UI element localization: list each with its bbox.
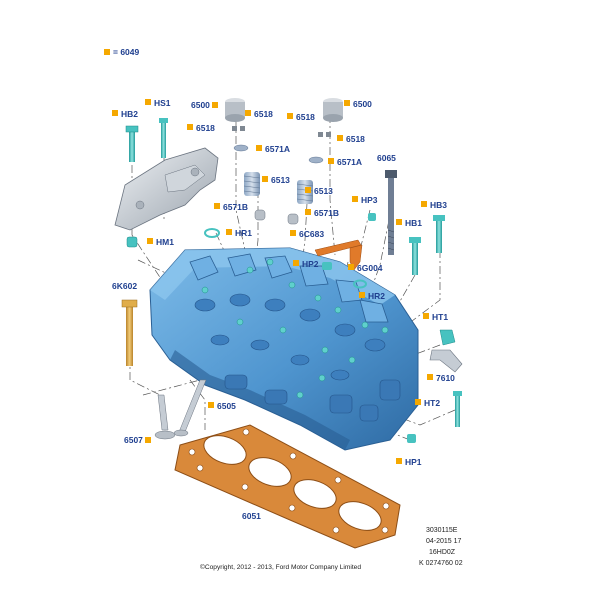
- head-bolt-6065: [385, 170, 397, 255]
- plug-hp1: [407, 434, 416, 443]
- valve-6507: [154, 394, 176, 440]
- svg-text:HB1: HB1: [405, 218, 422, 228]
- callout-ht1: HT1: [423, 312, 448, 322]
- callout-hm1: HM1: [147, 237, 174, 247]
- svg-text:6500: 6500: [191, 100, 210, 110]
- callout-6571b-left: 6571B: [214, 202, 248, 212]
- bolt-6k602: [121, 299, 138, 366]
- oring-hr2: [353, 279, 367, 289]
- legend-label: = 6049: [113, 47, 140, 57]
- bolt-hb3: [433, 215, 445, 253]
- callout-6g004: 6G004: [348, 263, 383, 273]
- callout-6k602: 6K602: [112, 281, 137, 291]
- document-metadata: 3030115E 04-2015 17 16HD0Z K 0274760 02: [419, 527, 463, 567]
- callout-6518d: 6518: [337, 134, 365, 144]
- svg-text:6518: 6518: [346, 134, 365, 144]
- callout-ht2: HT2: [415, 398, 440, 408]
- callout-hp3: HP3: [352, 195, 378, 205]
- bracket-7610: [429, 349, 463, 373]
- callout-6051: 6051: [242, 511, 261, 521]
- stud-hs1: [159, 118, 168, 158]
- callout-6518a: 6518: [245, 109, 273, 119]
- svg-text:HS1: HS1: [154, 98, 171, 108]
- legend-marker: [104, 49, 110, 55]
- svg-text:6505: 6505: [217, 401, 236, 411]
- callout-hb1: HB1: [396, 218, 422, 228]
- svg-text:HP2: HP2: [302, 259, 319, 269]
- svg-text:6513: 6513: [271, 175, 290, 185]
- callout-6513b: 6513: [305, 186, 333, 196]
- svg-text:HP3: HP3: [361, 195, 378, 205]
- svg-text:6C683: 6C683: [299, 229, 324, 239]
- head-gasket-6051: [174, 424, 401, 549]
- callout-6500b: 6500: [344, 99, 372, 109]
- callout-6c683: 6C683: [290, 229, 324, 239]
- sensor-6g004: [349, 244, 363, 271]
- svg-text:6518: 6518: [254, 109, 273, 119]
- svg-text:6065: 6065: [377, 153, 396, 163]
- copyright-notice: ©Copyright, 2012 - 2013, Ford Motor Comp…: [200, 563, 361, 571]
- callout-hr2: HR2: [359, 291, 385, 301]
- bolt-hb1: [409, 237, 421, 275]
- svg-text:6571A: 6571A: [337, 157, 362, 167]
- meta-line-3: 16HD0Z: [429, 549, 456, 556]
- svg-text:HR1: HR1: [235, 228, 252, 238]
- valve-6505: [173, 379, 207, 437]
- plug-hp2: [322, 262, 332, 270]
- meta-line-1: 3030115E: [426, 527, 458, 534]
- svg-text:6G004: 6G004: [357, 263, 383, 273]
- callout-6505: 6505: [208, 401, 236, 411]
- callout-6065: 6065: [377, 153, 396, 163]
- legend: = 6049: [104, 47, 140, 57]
- svg-text:6507: 6507: [124, 435, 143, 445]
- svg-text:HR2: HR2: [368, 291, 385, 301]
- plug-hp3: [368, 213, 376, 221]
- svg-text:6518: 6518: [196, 123, 215, 133]
- svg-text:6051: 6051: [242, 511, 261, 521]
- callout-hp1: HP1: [396, 457, 422, 467]
- callout-6518c: 6518: [287, 112, 315, 122]
- cylinder-head: [149, 247, 419, 451]
- callout-hr1: HR1: [226, 228, 252, 238]
- svg-text:7610: 7610: [436, 373, 455, 383]
- stud-ht2: [453, 391, 462, 427]
- svg-text:HB3: HB3: [430, 200, 447, 210]
- meta-line-2: 04-2015 17: [426, 538, 462, 545]
- callout-6571a: 6571A: [256, 144, 290, 154]
- callout-labels: HB2 HS1 6500 6518 6518 6571A 6513 6571B …: [112, 98, 455, 521]
- callout-6513a: 6513: [262, 175, 290, 185]
- svg-text:6571B: 6571B: [223, 202, 248, 212]
- callout-6571b-right: 6571B: [305, 208, 339, 218]
- svg-text:6571A: 6571A: [265, 144, 290, 154]
- callout-6500a: 6500: [191, 100, 218, 110]
- callout-hp2: HP2: [293, 259, 319, 269]
- callout-hb3: HB3: [421, 200, 447, 210]
- valve-train-left: [204, 98, 266, 238]
- callout-6507: 6507: [124, 435, 151, 445]
- callout-6571a-b: 6571A: [328, 157, 362, 167]
- svg-text:6518: 6518: [296, 112, 315, 122]
- callout-hb2: HB2: [112, 109, 138, 119]
- callout-hs1: HS1: [145, 98, 171, 108]
- bolt-hb2: [125, 125, 139, 162]
- svg-text:HB2: HB2: [121, 109, 138, 119]
- front-cover-bracket: [114, 147, 219, 231]
- svg-text:6513: 6513: [314, 186, 333, 196]
- callout-6518b: 6518: [187, 123, 215, 133]
- meta-line-4: K 0274760 02: [419, 560, 463, 567]
- svg-text:HM1: HM1: [156, 237, 174, 247]
- fitting-ht1: [439, 329, 456, 346]
- svg-text:HT2: HT2: [424, 398, 440, 408]
- plug-hm1: [126, 236, 138, 248]
- svg-text:HP1: HP1: [405, 457, 422, 467]
- svg-text:6571B: 6571B: [314, 208, 339, 218]
- svg-text:6500: 6500: [353, 99, 372, 109]
- svg-text:HT1: HT1: [432, 312, 448, 322]
- callout-7610: 7610: [427, 373, 455, 383]
- svg-text:6K602: 6K602: [112, 281, 137, 291]
